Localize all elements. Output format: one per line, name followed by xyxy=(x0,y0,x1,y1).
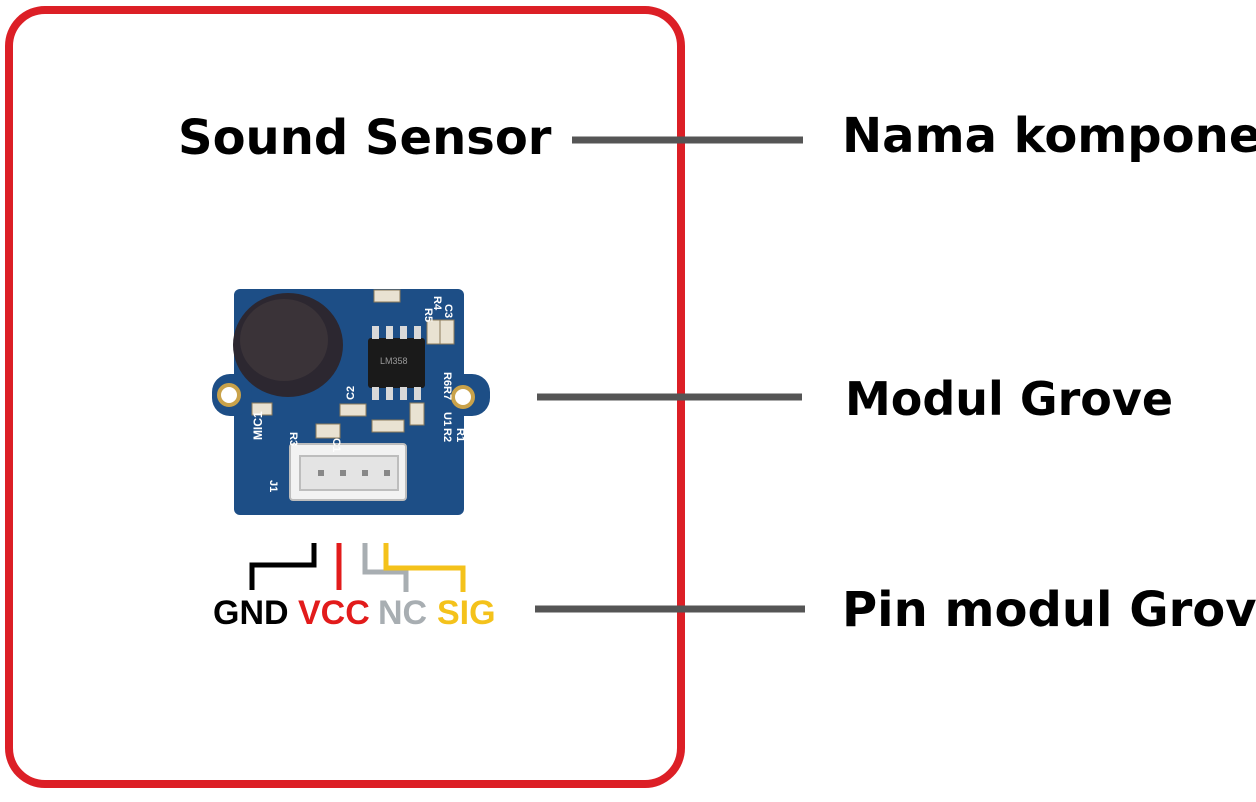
silk-ref-r7: R7 xyxy=(441,386,453,400)
pin-label-vcc: VCC xyxy=(298,594,370,632)
silk-ref-r6: R6 xyxy=(441,372,453,386)
silk-ref-u1: U1 xyxy=(441,412,453,426)
gnd-wire xyxy=(249,543,317,590)
label-component-name: Nama komponen xyxy=(842,108,1256,164)
silk-ref-c3: C3 xyxy=(442,304,454,318)
silk-chip-label: LM358 xyxy=(380,356,408,366)
label-grove-pins: Pin modul Grove xyxy=(842,582,1256,638)
chip-icon xyxy=(368,338,425,388)
silk-ref-r4: R4 xyxy=(431,296,443,311)
grove-connector xyxy=(289,443,407,501)
pin-label-gnd: GND xyxy=(213,594,289,632)
silk-ref-j1: J1 xyxy=(267,480,279,492)
silk-ref-r3: R3 xyxy=(287,432,299,446)
silk-mic-label: MIC1 xyxy=(251,411,265,440)
silk-ref-r5: R5 xyxy=(422,308,434,322)
label-grove-module: Modul Grove xyxy=(845,372,1174,426)
pin-label-nc: NC xyxy=(378,594,427,632)
silk-ref-c2: C2 xyxy=(345,386,357,400)
pin-wiring xyxy=(249,543,466,592)
pin-label-sig: SIG xyxy=(437,594,496,632)
silk-ref-r2: R2 xyxy=(441,428,453,442)
silk-ref-c1: C1 xyxy=(330,438,342,452)
silk-ref-r1: R1 xyxy=(454,428,466,442)
nc-wire xyxy=(362,543,409,592)
component-name: Sound Sensor xyxy=(178,110,552,166)
mount-hole-left xyxy=(217,383,241,407)
mount-hole-right xyxy=(451,385,475,409)
sig-wire xyxy=(383,543,466,592)
